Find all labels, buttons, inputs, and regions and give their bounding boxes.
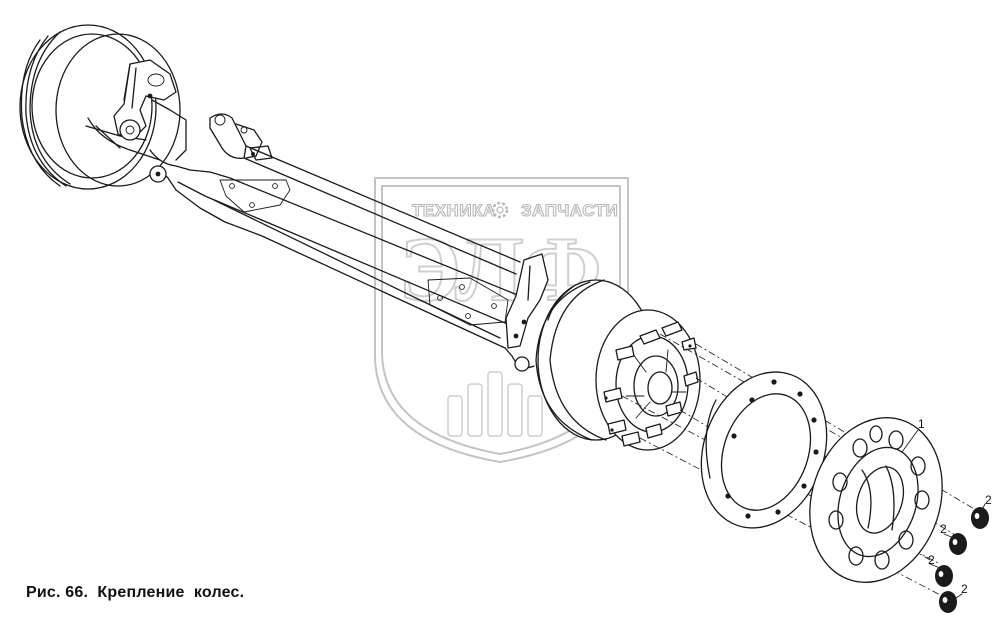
wheel-stud	[621, 431, 641, 447]
watermark-bottles	[447, 371, 543, 437]
callout-part-2-d: 2	[961, 582, 968, 596]
right-brake-drum	[535, 279, 701, 451]
watermark-right-word: ЗАПЧАСТИ	[521, 201, 618, 220]
wheel-stud	[639, 329, 661, 345]
left-brake-drum	[19, 24, 181, 190]
tie-rod	[209, 113, 521, 275]
wheel-disk	[809, 417, 943, 583]
wheel-nut	[935, 565, 953, 587]
left-steering-knuckle	[113, 59, 191, 183]
wheel-studs	[603, 321, 699, 447]
callout-part-2-b: 2	[940, 522, 947, 536]
wheel-nut	[949, 533, 967, 555]
wheel-stud	[645, 423, 663, 439]
right-steering-knuckle	[505, 253, 549, 372]
callout-part-1: 1	[918, 417, 925, 431]
gear-icon	[491, 201, 509, 219]
wheel-nuts	[935, 507, 989, 613]
watermark-left-word: ТЕХНИКА	[412, 201, 496, 220]
callout-part-2-a: 2	[985, 493, 992, 507]
figure-caption: Рис. 66. Крепление колес.	[26, 584, 245, 601]
wheel-stud	[615, 345, 635, 361]
callout-part-2-c: 2	[928, 553, 935, 567]
wheel-stud	[665, 401, 683, 417]
spacer-ring	[700, 371, 828, 529]
callouts: 1 2 2 2 2	[901, 417, 992, 599]
wheel-stud	[661, 321, 683, 337]
wheel-nut	[971, 507, 989, 529]
wheel-nut	[939, 591, 957, 613]
watermark: ТЕХНИКА ЗАПЧАСТИ ЭЛФ	[373, 177, 629, 464]
wheel-stud	[683, 371, 699, 387]
